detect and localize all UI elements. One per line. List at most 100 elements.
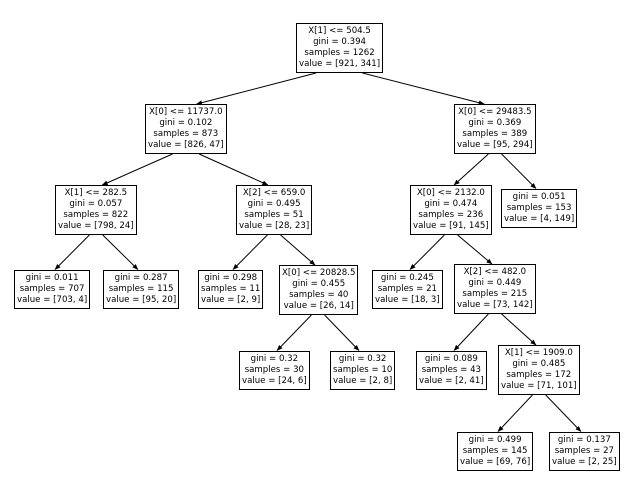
node-text-line: samples = 215 [462, 289, 528, 299]
edge-n15-n16 [497, 394, 533, 432]
node-text-line: gini = 0.394 [313, 37, 367, 47]
edge-n10-n18 [501, 153, 537, 189]
edge-n10-n11 [453, 153, 489, 186]
edge-n0-n1 [196, 72, 317, 105]
node-text-line: samples = 40 [289, 290, 349, 300]
edge-n2-n4 [102, 234, 139, 270]
edge-n15-n17 [545, 394, 582, 432]
edge-n2-n3 [54, 234, 90, 270]
node-text-line: value = [2, 8] [333, 376, 393, 386]
edge-n7-n9 [324, 314, 360, 351]
edge-n7-n8 [276, 314, 312, 351]
node-text-line: value = [798, 24] [58, 221, 134, 231]
node-text-line: value = [2, 9] [201, 295, 261, 305]
node-text-line: X[2] <= 482.0 [463, 267, 527, 277]
node-text-line: value = [703, 4] [17, 295, 88, 305]
node-text-line: value = [69, 76] [460, 457, 531, 467]
node-text-line: samples = 145 [462, 446, 528, 456]
node-text-line: value = [18, 3] [375, 295, 440, 305]
node-text-line: value = [91, 145] [413, 221, 489, 231]
node-text-line: X[0] <= 20828.5 [282, 268, 356, 278]
node-text-line: gini = 0.057 [69, 199, 123, 209]
node-text-line: value = [95, 20] [106, 295, 177, 305]
node-text-line: X[1] <= 1909.0 [504, 348, 573, 358]
node-text-line: samples = 172 [506, 370, 572, 380]
node-text-line: value = [2, 41] [419, 376, 484, 386]
node-text-line: samples = 27 [554, 446, 615, 456]
node-text-line: gini = 0.137 [557, 435, 611, 445]
node-text-line: value = [826, 47] [148, 140, 224, 150]
node-text-line: gini = 0.32 [250, 354, 299, 364]
node-text-line: gini = 0.455 [292, 279, 346, 289]
node-text-line: samples = 707 [19, 284, 85, 294]
node-text-line: gini = 0.089 [424, 354, 478, 364]
node-text-line: samples = 30 [244, 365, 305, 375]
node-text-line: X[1] <= 504.5 [308, 26, 371, 36]
node-text-line: value = [28, 23] [239, 221, 310, 231]
node-text-line: value = [73, 142] [457, 300, 533, 310]
node-text-line: samples = 10 [333, 365, 393, 375]
node-text-line: value = [921, 341] [299, 59, 381, 69]
node-text-line: gini = 0.245 [380, 273, 434, 283]
node-text-line: samples = 21 [377, 284, 438, 294]
node-text-line: X[2] <= 659.0 [242, 188, 306, 198]
node-text-line: samples = 389 [462, 129, 528, 139]
node-text-line: samples = 873 [153, 129, 219, 139]
node-text-line: X[1] <= 282.5 [64, 188, 128, 198]
node-text-line: gini = 0.287 [114, 273, 168, 283]
edge-n5-n7 [280, 234, 316, 266]
node-text-line: samples = 153 [506, 203, 572, 213]
node-text-line: gini = 0.474 [424, 199, 478, 209]
edge-n5-n6 [232, 234, 268, 270]
node-text-line: gini = 0.495 [247, 199, 301, 209]
node-text-line: gini = 0.102 [159, 118, 213, 128]
edge-n1-n2 [101, 153, 173, 186]
node-text-line: samples = 822 [63, 210, 129, 220]
node-text-line: gini = 0.449 [468, 278, 522, 288]
node-text-line: gini = 0.051 [512, 192, 566, 202]
node-text-line: gini = 0.298 [204, 273, 258, 283]
node-text-line: value = [24, 6] [242, 376, 307, 386]
node-text-line: value = [2, 25] [552, 457, 617, 467]
node-text-line: samples = 115 [108, 284, 174, 294]
node-text-line: gini = 0.369 [468, 118, 522, 128]
node-text-line: value = [4, 149] [504, 214, 575, 224]
node-text-line: samples = 1262 [304, 48, 375, 58]
edge-n0-n10 [362, 72, 485, 105]
node-text-line: value = [95, 294] [457, 140, 533, 150]
node-text-line: gini = 0.485 [512, 359, 566, 369]
node-text-line: samples = 43 [421, 365, 482, 375]
edge-n13-n14 [453, 313, 489, 351]
node-text-line: value = [71, 101] [501, 381, 577, 391]
node-text-line: gini = 0.011 [25, 273, 79, 283]
edge-n11-n13 [457, 234, 493, 265]
node-text-line: X[0] <= 11737.0 [149, 107, 223, 117]
node-text-line: samples = 51 [244, 210, 304, 220]
edge-n1-n5 [198, 153, 269, 186]
node-text-line: value = [26, 14] [283, 301, 354, 311]
node-text-line: samples = 11 [201, 284, 261, 294]
node-text-line: gini = 0.32 [338, 354, 387, 364]
node-text-line: samples = 236 [418, 210, 484, 220]
edge-n11-n12 [409, 234, 445, 270]
